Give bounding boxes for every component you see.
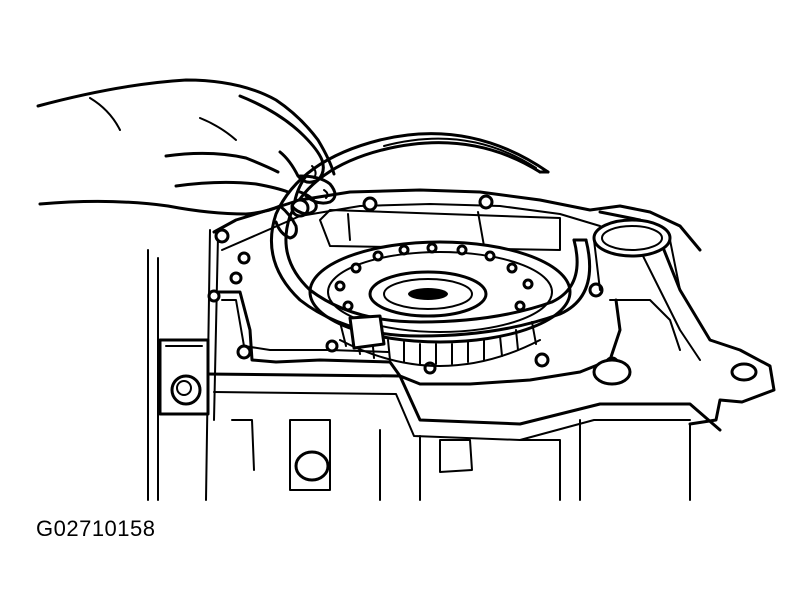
hand [36, 78, 337, 240]
figure-code-label: G02710158 [36, 516, 156, 541]
transmission-case [147, 188, 776, 501]
clutch-drum [308, 240, 572, 367]
